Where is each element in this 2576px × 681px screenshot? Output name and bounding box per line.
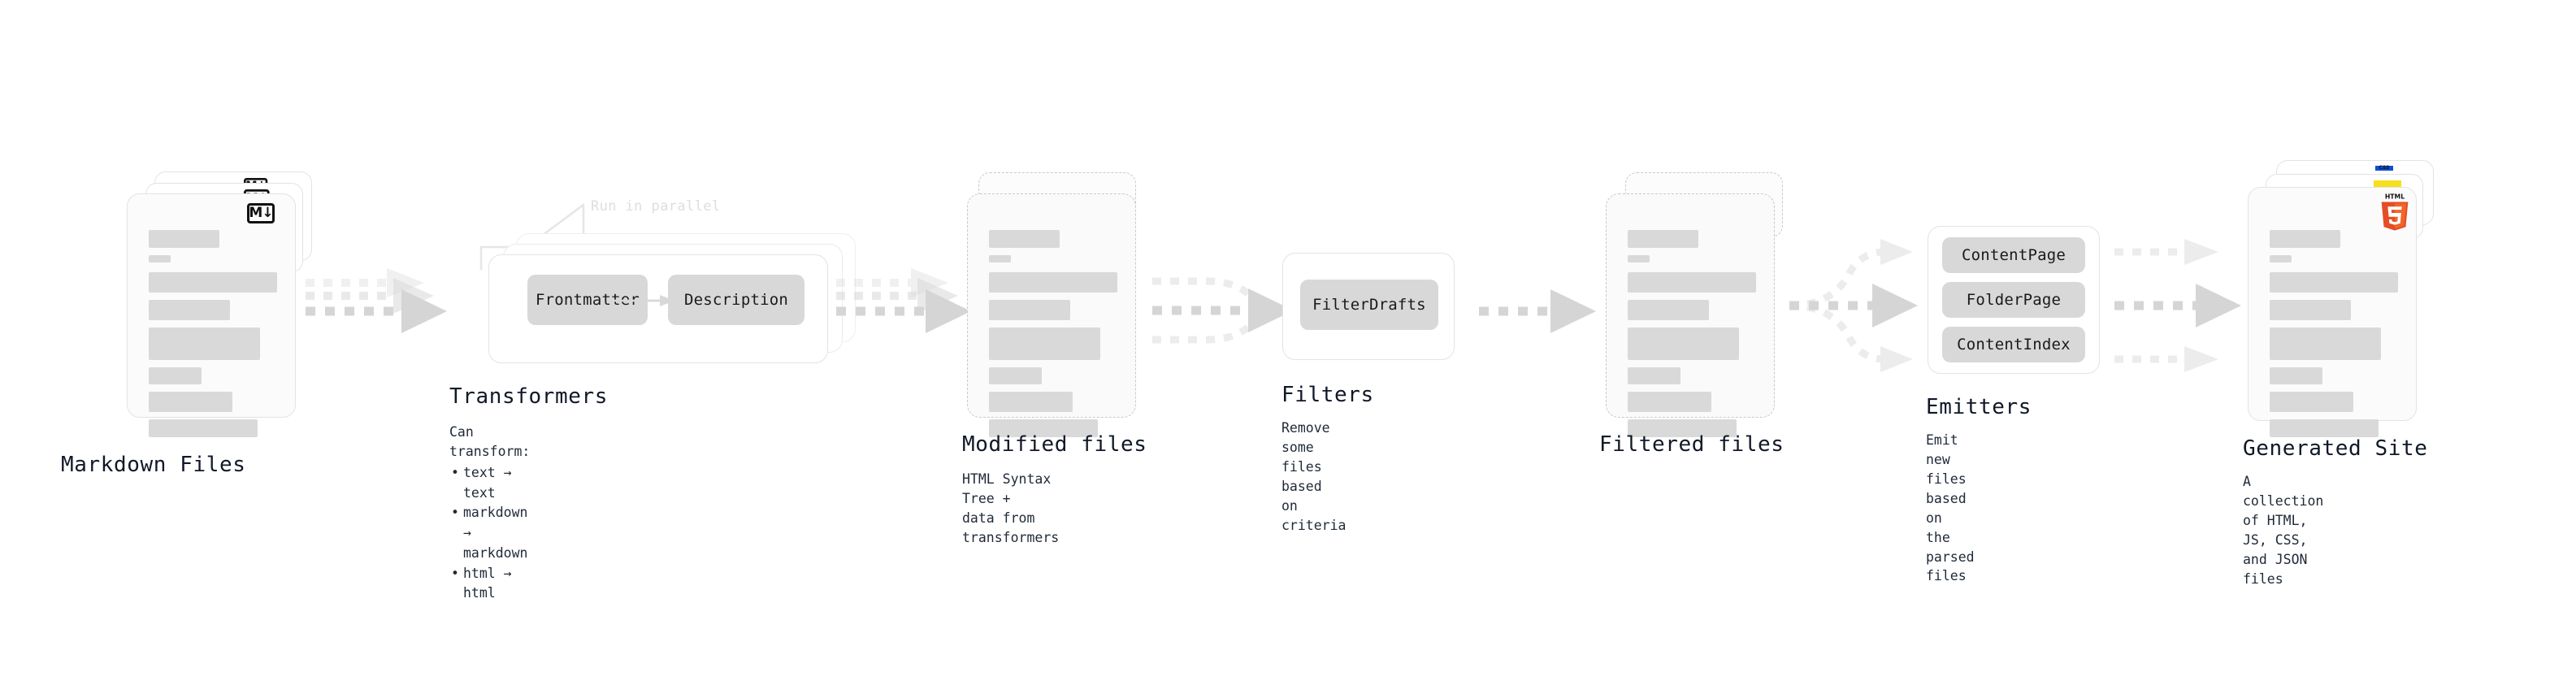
filters-chip-filterdrafts[interactable]: FilterDrafts bbox=[1300, 280, 1438, 330]
transformers-bullets: Can transform: text → text markdown → ma… bbox=[449, 423, 530, 604]
modified-card-front bbox=[967, 193, 1136, 437]
generated-placeholder-lines bbox=[2270, 230, 2398, 445]
modified-placeholder-lines bbox=[989, 230, 1117, 445]
transformers-bullet-item: markdown → markdown bbox=[451, 503, 530, 563]
emitters-chip-folderpage[interactable]: FolderPage bbox=[1942, 282, 2085, 318]
filtered-placeholder-lines bbox=[1628, 230, 1756, 445]
emitters-subtitle: Emit new files based on the parsed files bbox=[1926, 432, 1975, 584]
arrow-filtered-to-emitters-fanout bbox=[1789, 239, 1918, 372]
filtered-files-title: Filtered files bbox=[1599, 432, 1785, 457]
transformers-bullet-item: text → text bbox=[451, 463, 530, 504]
filters-title: Filters bbox=[1281, 383, 1374, 407]
css3-badge: CSS bbox=[2375, 165, 2393, 175]
transformers-bullets-heading: Can transform: bbox=[449, 424, 531, 459]
arrow-markdown-to-transformers bbox=[306, 268, 447, 333]
generated-site-subtitle: A collection of HTML, JS, CSS, and JSON … bbox=[2243, 474, 2324, 587]
transformer-inner-arrow-front bbox=[611, 295, 674, 306]
svg-text:HTML: HTML bbox=[2385, 193, 2405, 201]
markdown-files-title: Markdown Files bbox=[61, 453, 246, 477]
emitters-chip-contentindex[interactable]: ContentIndex bbox=[1942, 327, 2085, 362]
run-in-parallel-label: Run in parallel bbox=[591, 198, 721, 215]
transformer-chip-description[interactable]: Description bbox=[668, 275, 804, 325]
modified-files-title: Modified files bbox=[962, 432, 1147, 457]
modified-files-subtitle: HTML Syntax Tree + data from transformer… bbox=[962, 471, 1060, 545]
arrow-modified-to-filters-merge bbox=[1152, 277, 1294, 344]
markdown-card-front bbox=[127, 193, 296, 437]
emitters-title: Emitters bbox=[1926, 395, 2032, 419]
arrow-filters-to-filtered bbox=[1479, 289, 1596, 333]
transformers-title: Transformers bbox=[449, 384, 609, 409]
markdown-badge: M↓ bbox=[247, 203, 275, 223]
generated-site-title: Generated Site bbox=[2243, 436, 2428, 461]
arrow-emitters-to-generated bbox=[2114, 239, 2241, 372]
filters-subtitle: Remove some files based on criteria bbox=[1281, 420, 1347, 533]
arrow-transformers-to-modified bbox=[836, 268, 971, 333]
markdown-placeholder-lines bbox=[149, 230, 277, 445]
emitters-chip-contentpage[interactable]: ContentPage bbox=[1942, 237, 2085, 273]
filtered-card-front bbox=[1606, 193, 1775, 437]
html5-logo-icon: HTML bbox=[2381, 193, 2409, 231]
transformers-bullet-item: html → html bbox=[451, 564, 530, 605]
